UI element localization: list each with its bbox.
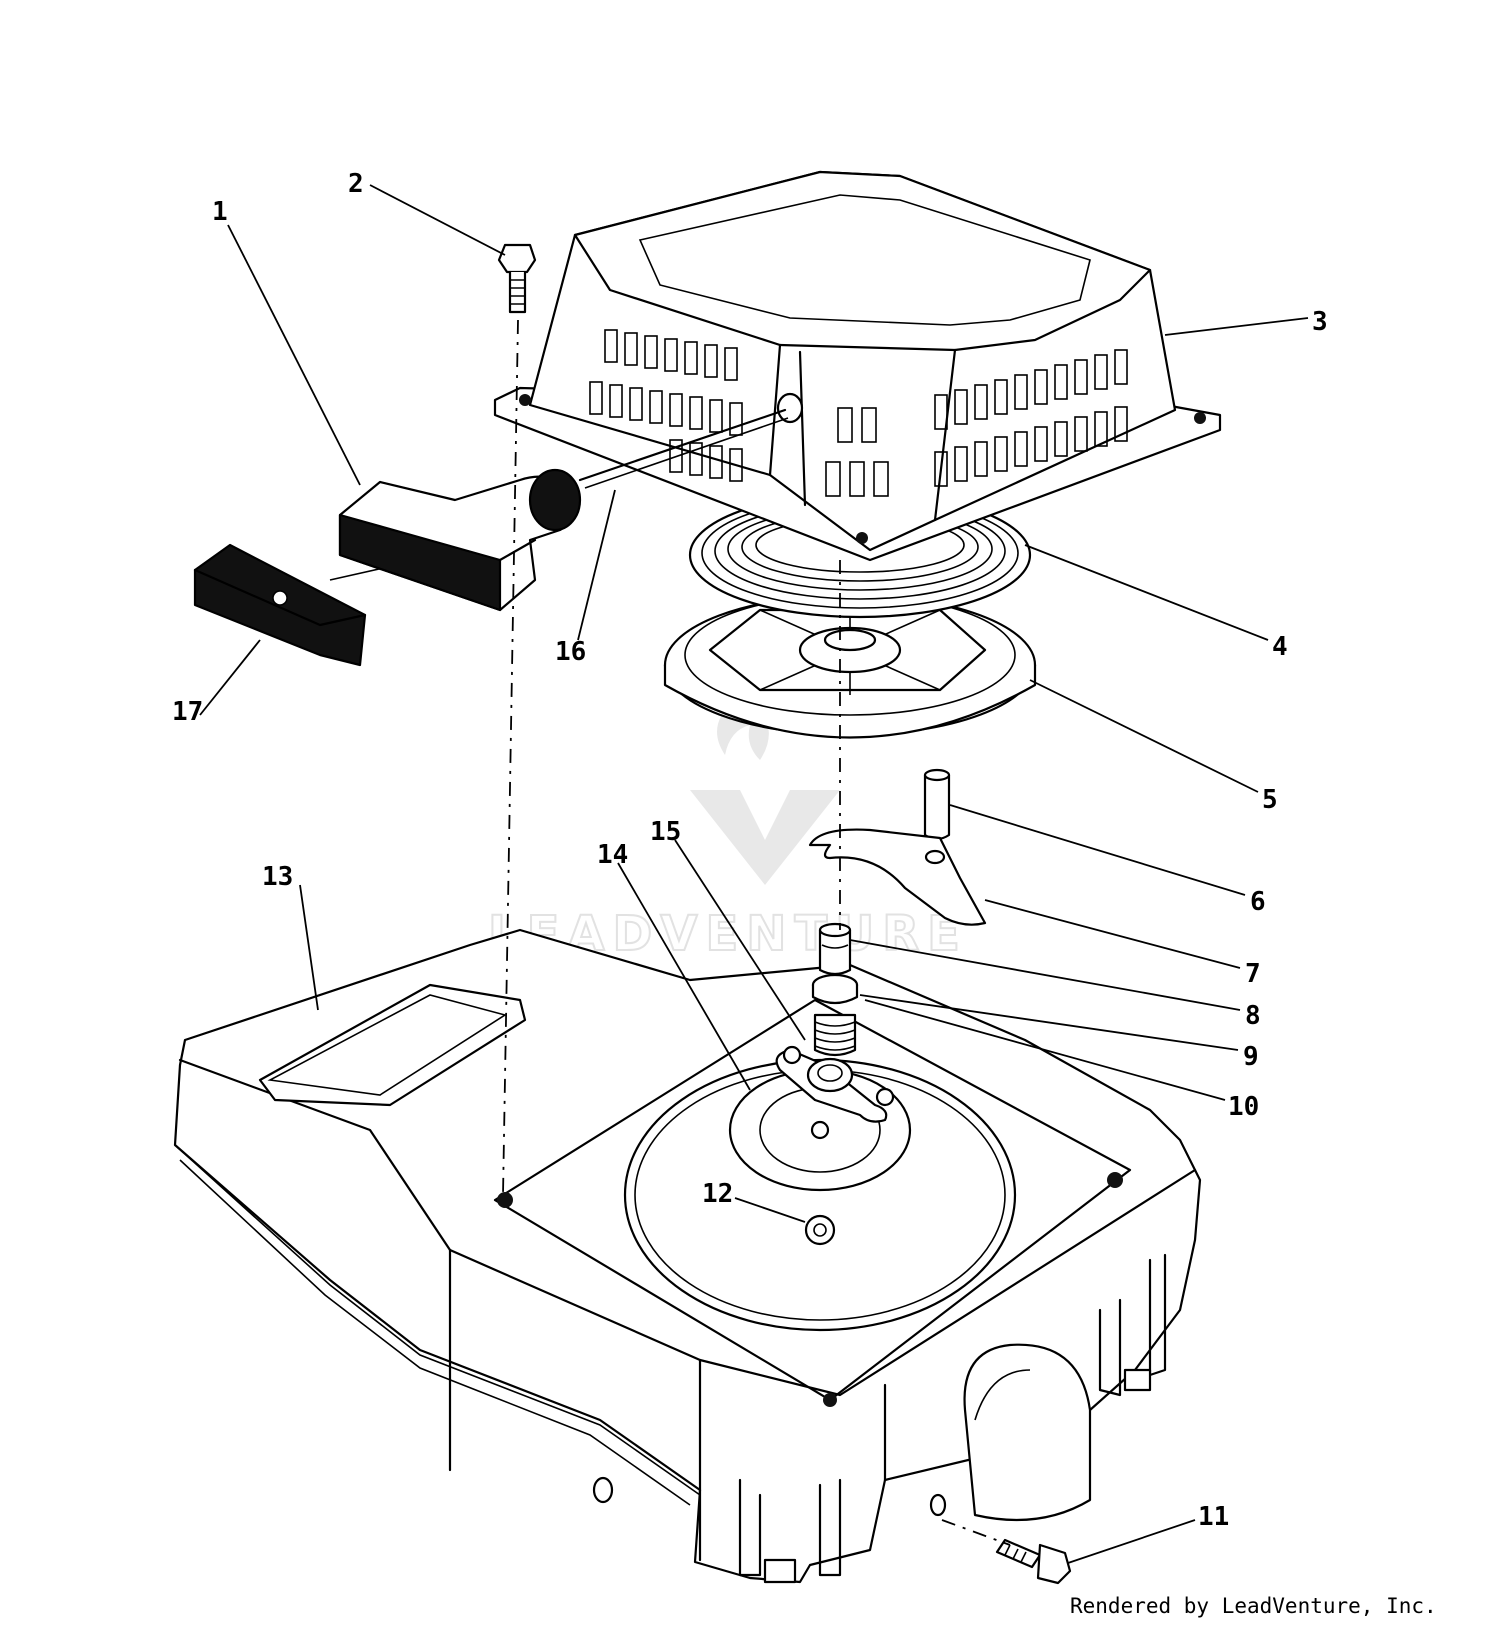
- callout-3: 3: [1312, 307, 1328, 337]
- handle-insert-part-1: [338, 468, 582, 612]
- callout-6: 6: [1250, 887, 1266, 917]
- pulley-part-5: [663, 593, 1037, 739]
- render-credit: Rendered by LeadVenture, Inc.: [1070, 1594, 1437, 1618]
- callout-13: 13: [262, 862, 293, 892]
- callout-11: 11: [1198, 1502, 1229, 1532]
- pawl-part-7: [808, 828, 987, 926]
- handle-part-17: [193, 543, 367, 667]
- blower-housing: [173, 928, 1202, 1584]
- callout-labels: 1 2 3 4 5 6 7 8 9 10 11 12 13 14 15 16 1…: [172, 169, 1328, 1532]
- callout-15: 15: [650, 817, 681, 847]
- callout-10: 10: [1228, 1092, 1259, 1122]
- pin-part-6: [923, 768, 951, 841]
- pawl-assembly: [775, 1045, 895, 1123]
- callout-5: 5: [1262, 785, 1278, 815]
- retainer-part-7: [818, 922, 852, 976]
- starter-housing-part-3: [493, 170, 1222, 562]
- alignment-lines: [502, 319, 1011, 1546]
- callout-2: 2: [348, 169, 364, 199]
- callout-4: 4: [1272, 632, 1288, 662]
- callout-9: 9: [1243, 1042, 1259, 1072]
- leader-lines: [199, 184, 1309, 1564]
- washer-part-8: [811, 973, 859, 1005]
- callout-8: 8: [1245, 1001, 1261, 1031]
- callout-17: 17: [172, 697, 203, 727]
- spring-part-9: [813, 1013, 857, 1057]
- callout-12: 12: [702, 1179, 733, 1209]
- screw-part-2: [497, 243, 537, 314]
- callout-7: 7: [1245, 959, 1261, 989]
- callout-14: 14: [597, 840, 628, 870]
- callout-1: 1: [212, 197, 228, 227]
- bolt-part-11: [995, 1538, 1072, 1585]
- callout-16: 16: [555, 637, 586, 667]
